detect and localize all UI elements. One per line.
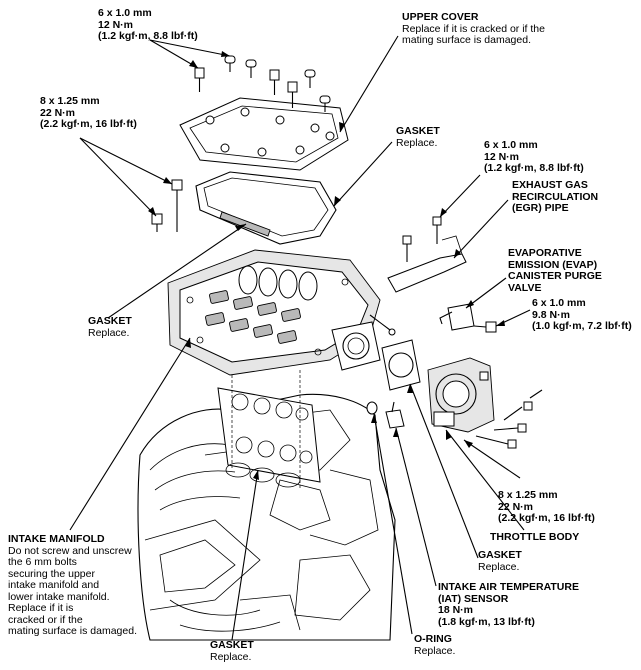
- engine-block-drawing: [137, 360, 396, 641]
- o-ring-label: O-RING Replace.: [414, 633, 456, 657]
- manifold-runners: [205, 290, 301, 344]
- upper-cover-line-1: Replace if it is cracked or if the: [402, 22, 545, 35]
- throttle-body-title: THROTTLE BODY: [490, 531, 580, 543]
- gasket-left-line-1: Replace.: [88, 326, 130, 339]
- throttle-gasket-drawing: [381, 339, 421, 391]
- intake-manifold-line-5: lower intake manifold.: [8, 590, 110, 603]
- throttle-body-label: THROTTLE BODY: [490, 531, 580, 544]
- o-ring-title: O-RING: [414, 633, 452, 645]
- upper-cover-line-2: mating surface is damaged.: [402, 34, 531, 46]
- o-ring-line-1: Replace.: [414, 644, 456, 657]
- gasket-left-label: GASKET Replace.: [88, 315, 132, 339]
- egr-pipe-title-1: EXHAUST GAS: [512, 179, 588, 191]
- evap-valve-label: EVAPORATIVE EMISSION (EVAP) CANISTER PUR…: [508, 247, 602, 294]
- iat-sensor-title-2: (IAT) SENSOR: [438, 592, 509, 605]
- egr-pipe-title-3: (EGR) PIPE: [512, 202, 569, 214]
- egr-bolts-spec: 6 x 1.0 mm 12 N·m (1.2 kgf·m, 8.8 lbf·ft…: [484, 139, 584, 175]
- egr-bolts-alt: (1.2 kgf·m, 8.8 lbf·ft): [484, 162, 584, 174]
- intake-manifold-drawing: [167, 249, 396, 376]
- intake-manifold-label: INTAKE MANIFOLD Do not screw and unscrew…: [8, 533, 137, 638]
- egr-bolts-torque: 12 N·m: [484, 150, 520, 163]
- upper-bolts-alt: (1.2 kgf·m, 8.8 lbf·ft): [98, 30, 198, 42]
- evap-valve-title-4: VALVE: [508, 281, 542, 294]
- intake-manifold-line-2: the 6 mm bolts: [8, 556, 77, 568]
- upper-cover-bolts: [194, 55, 331, 112]
- evap-bolts-torque: 9.8 N·m: [532, 308, 570, 321]
- iat-sensor-torque: 18 N·m: [438, 604, 474, 616]
- evap-valve-title-1: EVAPORATIVE: [508, 247, 582, 259]
- evap-valve-title-2: EMISSION (EVAP): [508, 258, 598, 271]
- iat-sensor-drawing: [366, 401, 405, 429]
- egr-pipe-title-2: RECIRCULATION: [512, 190, 599, 203]
- gasket-lower-line-1: Replace.: [210, 650, 252, 663]
- evap-bolts-spec: 6 x 1.0 mm 9.8 N·m (1.0 kgf·m, 7.2 lbf·f…: [532, 297, 632, 333]
- gasket-upper-line-1: Replace.: [396, 136, 438, 149]
- intake-manifold-line-1: Do not screw and unscrew: [8, 544, 132, 557]
- side-bolts: [151, 179, 183, 232]
- upper-bolts-torque: 12 N·m: [98, 18, 134, 31]
- intake-manifold-line-7: cracked or if the: [8, 613, 83, 626]
- gasket-upper-title: GASKET: [396, 125, 440, 137]
- gasket-lower-label: GASKET Replace.: [210, 639, 254, 663]
- side-bolts-spec: 8 x 1.25 mm 22 N·m (2.2 kgf·m, 16 lbf·ft…: [40, 95, 137, 131]
- iat-sensor-label: INTAKE AIR TEMPERATURE (IAT) SENSOR 18 N…: [438, 581, 579, 628]
- side-bolts-alt: (2.2 kgf·m, 16 lbf·ft): [40, 118, 137, 130]
- iat-sensor-title-1: INTAKE AIR TEMPERATURE: [438, 581, 579, 593]
- evap-bolts-alt: (1.0 kgf·m, 7.2 lbf·ft): [532, 320, 632, 332]
- egr-pipe-label: EXHAUST GAS RECIRCULATION (EGR) PIPE: [512, 179, 599, 215]
- throttle-bolts-alt: (2.2 kgf·m, 16 lbf·ft): [498, 512, 595, 524]
- gasket-throttle-title: GASKET: [478, 549, 522, 561]
- throttle-body-drawing: [427, 357, 543, 449]
- gasket-left-title: GASKET: [88, 315, 132, 327]
- side-bolts-torque: 22 N·m: [40, 106, 76, 119]
- intake-manifold-line-8: mating surface is damaged.: [8, 625, 137, 637]
- egr-pipe-drawing: [387, 216, 467, 293]
- gasket-throttle-label: GASKET Replace.: [478, 549, 522, 573]
- evap-valve-drawing: [439, 303, 497, 333]
- upper-cover-title: UPPER COVER: [402, 11, 479, 23]
- throttle-bolts-size: 8 x 1.25 mm: [498, 489, 558, 501]
- gasket-lower-title: GASKET: [210, 639, 254, 651]
- upper-cover-label: UPPER COVER Replace if it is cracked or …: [402, 11, 545, 47]
- intake-manifold-title: INTAKE MANIFOLD: [8, 533, 105, 545]
- evap-bolts-size: 6 x 1.0 mm: [532, 297, 586, 309]
- upper-cover-drawing: [179, 97, 349, 171]
- upper-bolts-size: 6 x 1.0 mm: [98, 7, 152, 19]
- intake-manifold-line-3: securing the upper: [8, 567, 95, 580]
- throttle-bolts-torque: 22 N·m: [498, 500, 534, 513]
- intake-manifold-line-4: intake manifold and: [8, 579, 100, 591]
- throttle-bolts-spec: 8 x 1.25 mm 22 N·m (2.2 kgf·m, 16 lbf·ft…: [498, 489, 595, 525]
- gasket-throttle-line-1: Replace.: [478, 560, 520, 573]
- evap-valve-title-3: CANISTER PURGE: [508, 270, 602, 282]
- upper-gasket-drawing: [195, 171, 337, 245]
- leader-arrowheads: [148, 51, 505, 480]
- side-bolts-size: 8 x 1.25 mm: [40, 95, 100, 107]
- upper-bolts-spec: 6 x 1.0 mm 12 N·m (1.2 kgf·m, 8.8 lbf·ft…: [98, 7, 198, 43]
- egr-bolts-size: 6 x 1.0 mm: [484, 139, 538, 151]
- gasket-upper-label: GASKET Replace.: [396, 125, 440, 149]
- intake-manifold-line-6: Replace if it is: [8, 602, 74, 614]
- iat-sensor-alt: (1.8 kgf·m, 13 lbf·ft): [438, 615, 535, 628]
